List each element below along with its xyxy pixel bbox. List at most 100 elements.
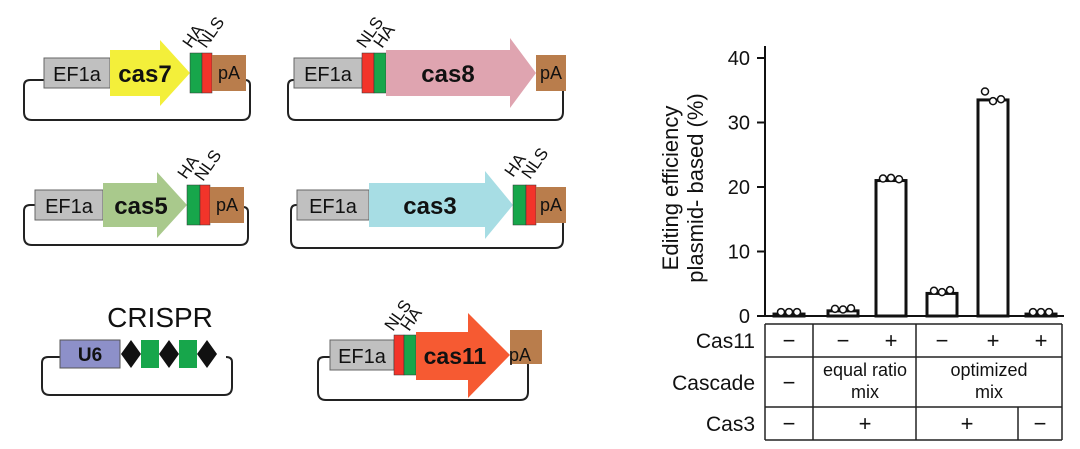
cascade-cell-line2: mix [975,382,1003,402]
gene-label: cas7 [118,61,171,88]
crispr-title: CRISPR [107,302,213,333]
construct-cas11: EF1a cas11 pA NLS HA [317,296,542,401]
cascade-cell: − [783,370,796,395]
promoter-label: EF1a [338,346,387,368]
terminator-box [210,187,244,223]
y-tick-label: 10 [728,242,750,264]
cas3-cell: + [961,411,974,436]
gene-arrow [416,313,510,398]
promoter-label: EF1a [304,64,353,86]
tag2-label: NLS [518,144,553,182]
nls-tag [199,184,211,226]
ha-tag [403,334,417,376]
replicate-point [784,307,794,317]
spacer-box [179,340,197,368]
cascade-cell-line1: optimized [950,360,1027,380]
y-axis-label-line1: Editing efficiency [658,106,683,271]
terminator-box [212,55,246,91]
terminator-label: pA [216,195,238,215]
tag2-label: NLS [194,13,229,51]
row-label-cas11: Cas11 [696,330,755,353]
y-tick-label: 20 [728,177,750,199]
gene-arrow [110,40,190,106]
terminator-box [510,330,542,364]
replicate-points [776,87,1054,317]
y-tick-label: 0 [739,306,750,328]
repeat-diamond [197,340,217,368]
construct-cas7: EF1a cas7 pA HA NLS [23,13,251,121]
cascade-cell-line1: equal ratio [823,360,907,380]
replicate-point [792,307,802,317]
nls-tag [201,52,213,94]
replicate-point [929,286,939,296]
replicate-point [776,307,786,317]
gene-arrow [103,172,187,238]
construct-cas5: EF1a cas5 pA HA NLS [23,146,249,246]
cas11-cell: − [837,328,850,353]
plasmid-backbone [41,356,233,396]
plasmid-backbone [23,79,251,121]
promoter-box [296,189,370,221]
replicate-point [846,303,856,313]
promoter-label: EF1a [53,64,102,86]
cas11-cell: + [987,328,1000,353]
bars [772,98,1058,318]
bar [976,98,1010,318]
y-tick-label: 40 [728,48,750,70]
promoter-label: EF1a [309,196,358,218]
construct-cas8: EF1a cas8 pA NLS HA [287,13,566,121]
promoter-box [59,339,121,369]
replicate-point [830,304,840,314]
replicate-point [894,174,904,184]
row-label-cascade: Cascade [672,372,755,395]
editing-efficiency-chart: Editing efficiency plasmid- based (%) 01… [658,46,1064,328]
cas3-cell: − [783,411,796,436]
nls-tag [361,52,375,94]
condition-table: Cas11 Cascade Cas3 − − + − + + − equal r… [672,323,1063,441]
replicate-point [988,96,998,106]
replicate-point [945,285,955,295]
replicate-point [838,305,848,314]
gene-arrow [369,171,513,239]
promoter-label: U6 [78,345,102,366]
repeat-diamond [121,340,141,368]
replicate-point [878,174,888,183]
cas11-cell: + [885,328,898,353]
ha-tag [189,52,203,94]
replicate-point [1028,307,1038,317]
gene-label: cas8 [421,61,474,88]
terminator-label: pA [540,63,562,83]
y-axis-ticks: 0 10 20 30 40 [728,48,765,328]
terminator-label: pA [509,345,531,365]
tag2-label: NLS [191,146,226,184]
bar [925,291,959,318]
nls-tag [525,184,537,226]
cascade-cell-line2: mix [851,382,879,402]
replicate-point [996,94,1006,104]
replicate-point [937,287,947,297]
construct-crispr: CRISPR U6 [41,302,233,396]
cas3-cell: − [1034,411,1047,436]
y-tick-label: 30 [728,113,750,135]
terminator-label: pA [218,63,240,83]
terminator-box [536,55,566,91]
replicate-point [1036,307,1046,317]
gene-label: cas11 [424,343,487,369]
row-label-cas3: Cas3 [706,413,755,436]
replicate-point [980,87,990,96]
ha-tag [186,184,201,226]
gene-label: cas5 [114,193,167,220]
cas11-cell: + [1035,328,1048,353]
terminator-box [536,187,566,223]
ha-tag [373,52,387,94]
replicate-point [886,173,896,183]
bar [874,179,908,318]
gene-arrow [386,38,536,108]
gene-label: cas3 [403,193,456,220]
nls-tag [393,334,405,376]
cas3-cell: + [859,411,872,436]
cas11-cell: − [783,328,796,353]
terminator-label: pA [540,195,562,215]
ha-tag [512,184,527,226]
